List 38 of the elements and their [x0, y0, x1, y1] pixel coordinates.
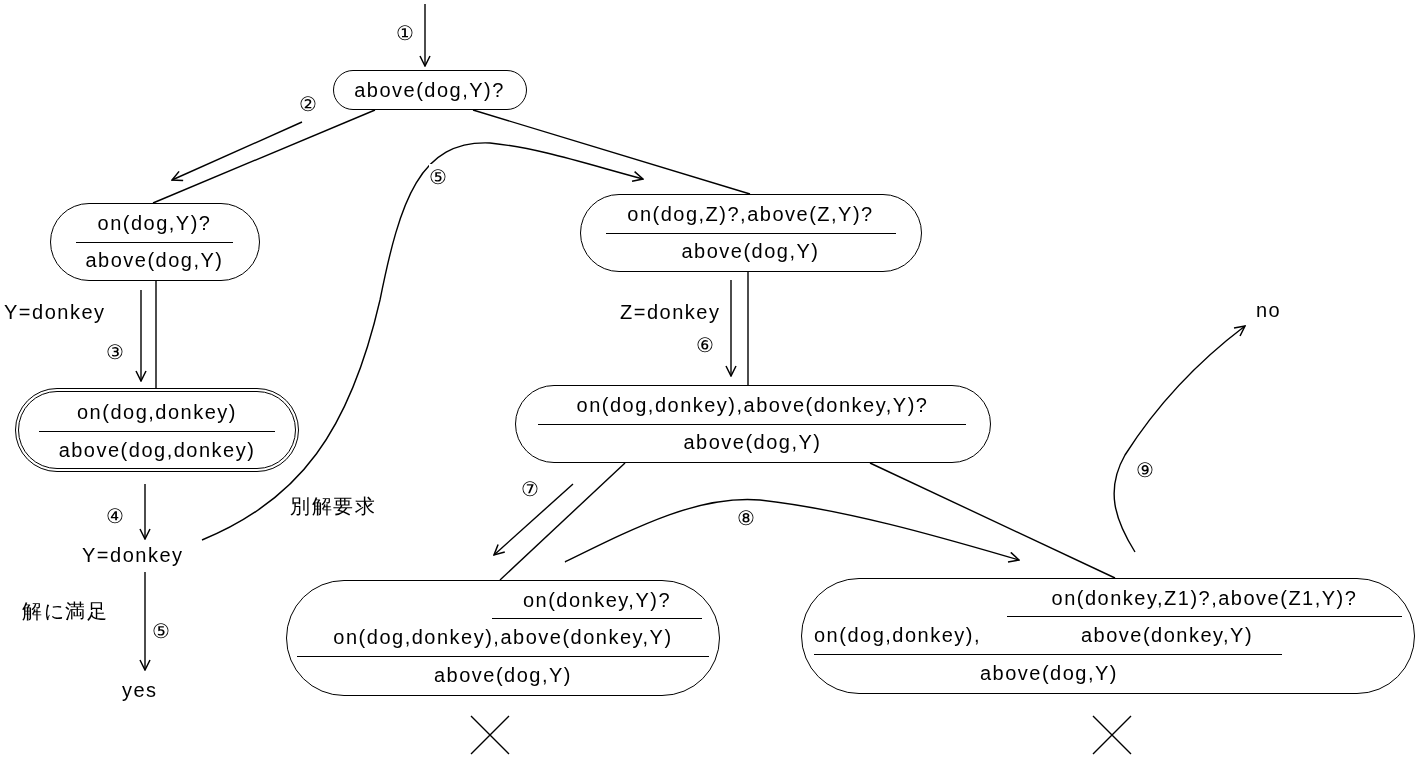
goal-text: above(dog,Y)	[432, 663, 574, 688]
arrow	[139, 483, 151, 540]
goal-text: above(donkey,Y)	[1079, 623, 1255, 648]
rounded-box	[333, 70, 527, 110]
goal-text: on(donkey,Z1)?,above(Z1,Y)?	[1050, 586, 1359, 611]
tree-line	[472, 109, 751, 195]
goal-text: above(dog,Y)	[682, 430, 823, 455]
annotation-text: 解に満足	[22, 598, 108, 624]
tree-line	[869, 462, 1116, 579]
arrow	[135, 289, 147, 382]
arrow	[201, 142, 644, 541]
goal-text: on(dog,Y)?	[96, 211, 213, 236]
goal-text: on(dog,Z)?,above(Z,Y)?	[626, 202, 875, 227]
result-text: yes	[122, 676, 158, 704]
result-text: Y=donkey	[82, 541, 184, 569]
result-text: no	[1256, 296, 1282, 324]
goal-text: above(dog,Y)	[978, 661, 1120, 686]
arrow	[419, 3, 431, 67]
goal-text: above(dog,donkey)	[57, 438, 257, 463]
goal-text: on(dog,donkey),	[814, 623, 983, 648]
arrow	[139, 571, 151, 671]
tree-line	[499, 462, 626, 581]
arrow	[564, 498, 1020, 563]
annotation-text: 別解要求	[290, 493, 376, 519]
tree-line	[152, 109, 376, 204]
goal-text: above(dog,Y)	[680, 239, 821, 264]
goal-text: on(donkey,Y)?	[521, 588, 673, 613]
goal-text: on(dog,donkey),above(donkey,Y)?	[575, 393, 930, 418]
arrow	[1113, 325, 1246, 553]
tree-line	[747, 271, 749, 386]
tree-line	[155, 280, 157, 389]
arrow	[171, 121, 303, 182]
arrow	[725, 279, 737, 377]
arrow	[493, 483, 574, 556]
goal-text: above(dog,Y)?	[353, 78, 506, 103]
goal-text: on(dog,donkey)	[76, 400, 238, 425]
goal-text: on(dog,donkey),above(donkey,Y)	[332, 625, 674, 650]
goal-text: above(dog,Y)	[84, 248, 225, 273]
